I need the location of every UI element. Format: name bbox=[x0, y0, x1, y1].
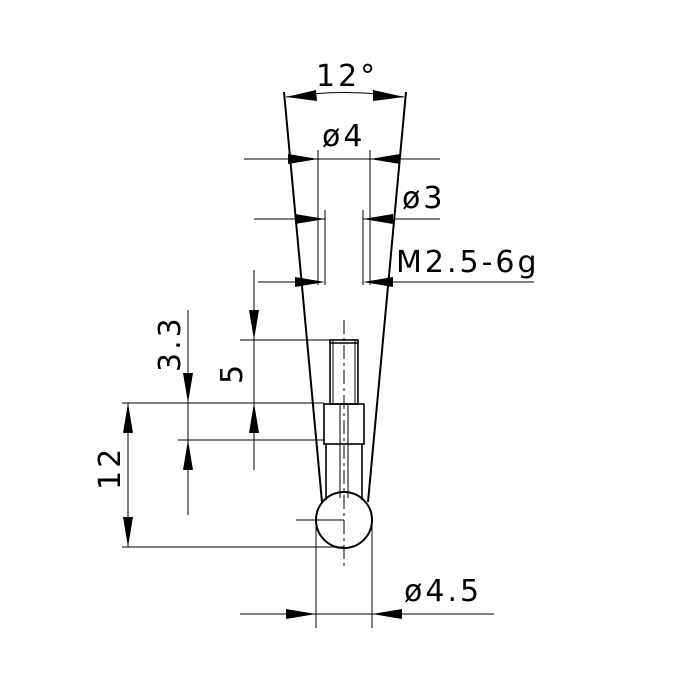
label-taper-angle: 12° bbox=[316, 59, 378, 94]
dimension-lines bbox=[127, 92, 534, 615]
extension-lines bbox=[122, 158, 373, 628]
arrow-stud-length-top bbox=[249, 310, 259, 340]
arrow-dia3-left bbox=[295, 214, 325, 224]
taper-right-edge bbox=[367, 91, 407, 503]
arrow-thread-right bbox=[363, 277, 393, 287]
arrow-dia3-right bbox=[363, 214, 393, 224]
arrow-thread-length-bottom bbox=[183, 440, 193, 470]
arrow-dia4-left bbox=[288, 154, 318, 164]
arrow-angle-left bbox=[286, 90, 317, 101]
label-ball-diameter: ø4.5 bbox=[404, 574, 482, 609]
arrow-thread-left bbox=[295, 277, 325, 287]
label-thread-length: 3.3 bbox=[153, 315, 188, 372]
arrow-thread-length-top bbox=[183, 373, 193, 403]
arrowheads bbox=[123, 90, 404, 619]
label-stud-length: 5 bbox=[215, 362, 250, 384]
arrow-ball-dia-left bbox=[286, 609, 316, 619]
arrow-overall-bottom bbox=[123, 517, 133, 547]
dimension-labels: 12° ø4 ø3 M2.5-6g 3.3 5 12 ø4.5 bbox=[93, 59, 540, 609]
label-overall-length: 12 bbox=[93, 446, 128, 490]
arrow-dia4-right bbox=[370, 154, 400, 164]
arrow-overall-top bbox=[123, 403, 133, 433]
arrow-stud-length-bottom bbox=[249, 403, 259, 433]
arrow-ball-dia-right bbox=[372, 609, 402, 619]
arrow-angle-right bbox=[373, 90, 404, 101]
label-thread: M2.5-6g bbox=[396, 245, 540, 280]
label-shaft-diameter: ø4 bbox=[322, 119, 365, 154]
label-neck-diameter: ø3 bbox=[402, 181, 445, 216]
